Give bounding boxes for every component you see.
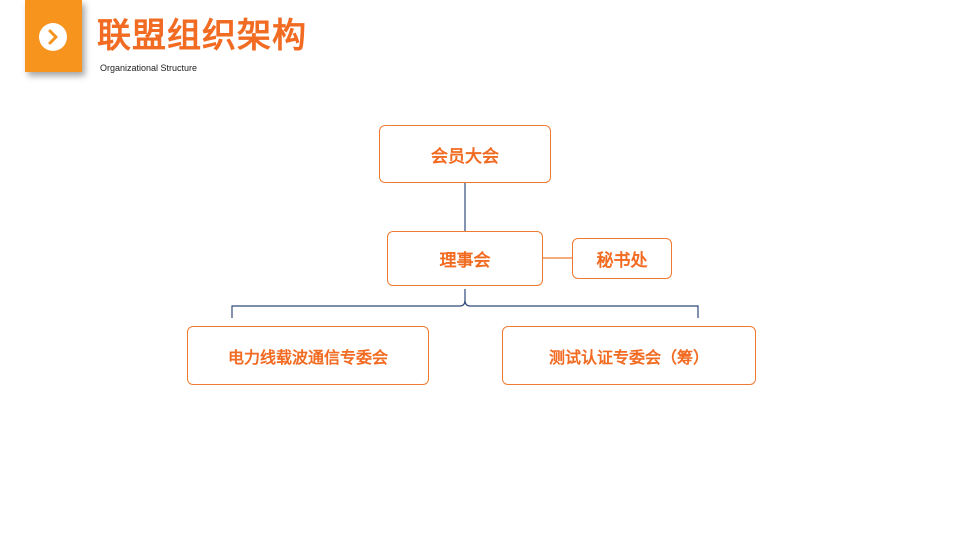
chevron-right-icon [39,23,67,51]
node-plc-committee-label: 电力线载波通信专委会 [227,347,388,367]
committees-bracket [231,289,699,318]
node-board-label: 理事会 [439,251,491,271]
node-general-assembly: 会员大会 [379,125,551,183]
node-testing-committee-label: 测试认证专委会（筹） [548,347,709,367]
node-testing-committee: 测试认证专委会（筹） [502,326,756,385]
node-plc-committee: 电力线载波通信专委会 [187,326,429,385]
header-badge [25,0,82,72]
node-secretariat: 秘书处 [572,238,672,279]
page-title: 联盟组织架构 [97,16,307,56]
node-secretariat-label: 秘书处 [596,251,648,271]
node-general-assembly-label: 会员大会 [431,146,499,167]
node-board: 理事会 [387,231,543,286]
page-subtitle: Organizational Structure [100,63,198,73]
